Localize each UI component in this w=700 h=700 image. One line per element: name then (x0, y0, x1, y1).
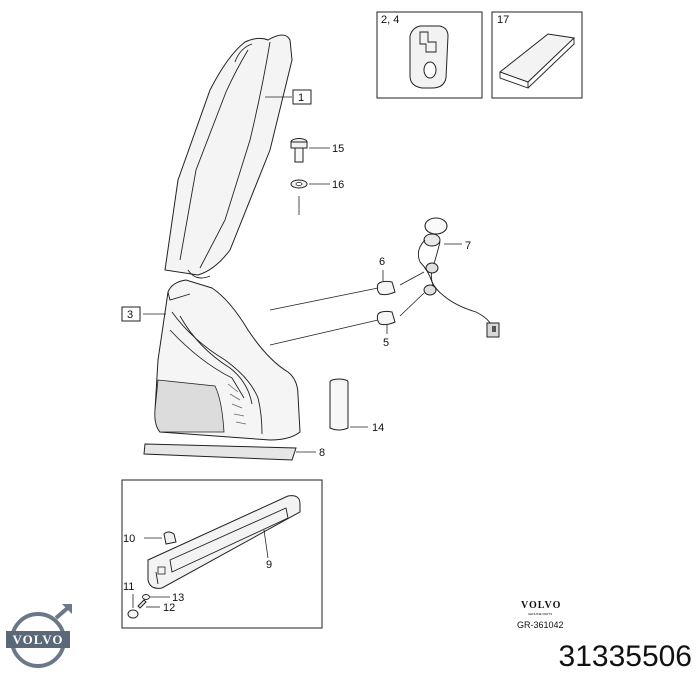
callout-14: 14 (372, 422, 384, 434)
callout-11: 11 (123, 581, 134, 593)
wiring-harness-part-7 (417, 217, 500, 338)
gasket-part-8 (143, 443, 297, 461)
bulb-part-5 (376, 310, 396, 334)
inset-pad-17: 17 (491, 11, 583, 99)
callout-16: 16 (332, 179, 344, 191)
callout-7: 7 (465, 240, 471, 252)
callout-17: 17 (497, 14, 509, 26)
bulb-part-6 (376, 270, 396, 296)
logo-text: VOLVO (13, 632, 64, 647)
volvo-logo: VOLVO (6, 604, 72, 668)
callout-5: 5 (383, 337, 389, 349)
callout-10: 10 (123, 533, 135, 545)
inset-bracket-2-4: 2, 4 (376, 11, 483, 99)
callout-12: 12 (163, 602, 175, 614)
inset-reflector-9 (121, 479, 323, 629)
washer-part-16 (290, 179, 308, 215)
callout-2-4: 2, 4 (381, 14, 399, 26)
lower-lamp-part-3 (154, 279, 301, 441)
callout-8: 8 (319, 447, 325, 459)
callout-15: 15 (332, 143, 344, 155)
brand-mark: VOLVO (521, 600, 562, 611)
clip-part-11 (127, 594, 139, 619)
washer-part-13 (142, 594, 150, 600)
part-number: 31335506 (558, 640, 692, 673)
screw-part-12 (137, 599, 147, 609)
callout-9: 9 (266, 559, 272, 571)
callout-13: 13 (172, 592, 184, 604)
drawing-reference: GR-361042 (517, 620, 564, 630)
callout-6: 6 (379, 256, 385, 268)
foam-block-part-14 (329, 378, 349, 431)
upper-lamp-part-1 (164, 34, 293, 279)
callout-1: 1 (298, 92, 304, 104)
callout-3: 3 (127, 309, 133, 321)
brand-mark-subtitle: GENUINE PARTS (528, 612, 553, 616)
bolt-part-15 (290, 138, 308, 163)
